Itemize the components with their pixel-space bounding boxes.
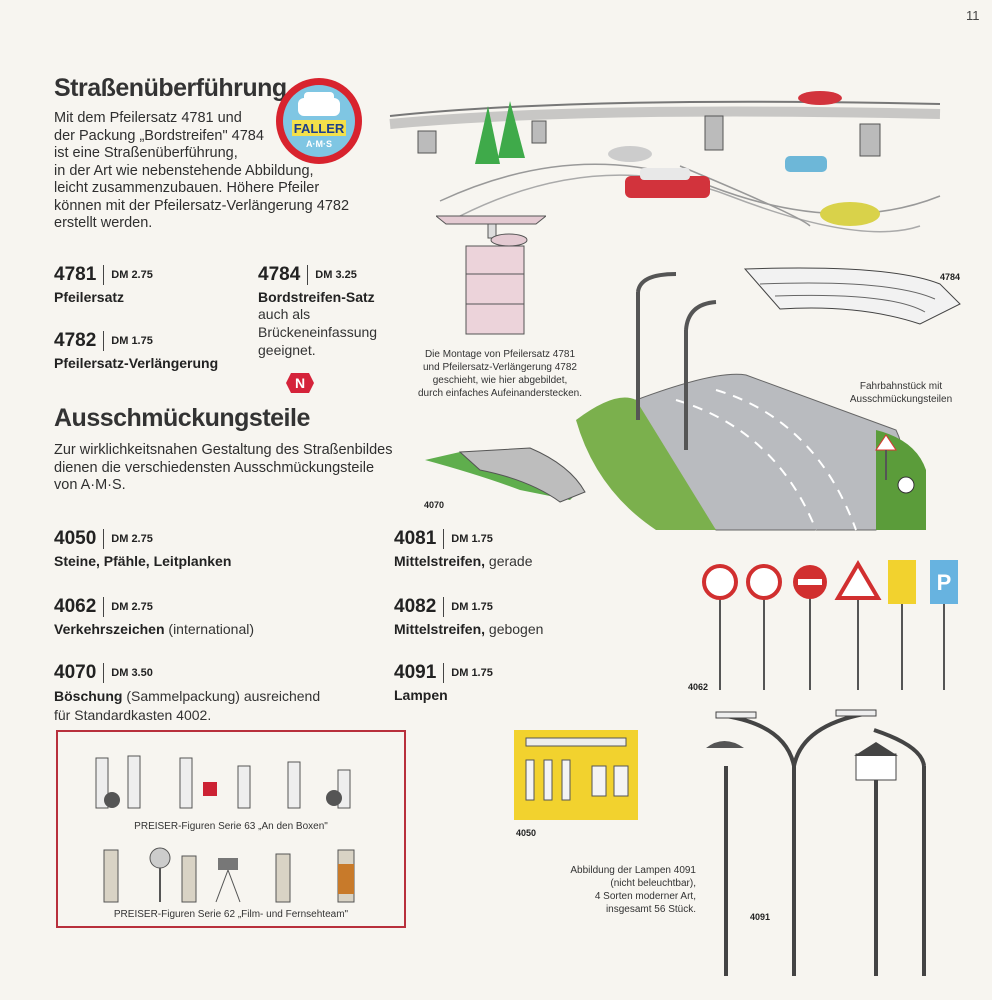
- label-4070: 4070: [424, 500, 445, 510]
- product-price: DM 1.75: [111, 335, 153, 347]
- caption-preiser-62: PREISER-Figuren Serie 62 „Film- und Fern…: [113, 909, 349, 920]
- caption-fahrbahn: Fahrbahnstück mit Ausschmückungsteilen: [849, 381, 953, 405]
- product-4781: 4781 DM 2.75 Pfeilersatz: [54, 264, 153, 305]
- n-gauge-badge: N: [286, 373, 314, 393]
- label-4050: 4050: [516, 828, 537, 838]
- curb-strip-illustration: [740, 264, 970, 344]
- product-number: 4784: [258, 264, 301, 285]
- product-price: DM 3.25: [315, 269, 357, 281]
- road-piece-illustration: [576, 270, 936, 540]
- pillar-montage-illustration: [434, 214, 548, 340]
- product-4784: 4784 DM 3.25 Bordstreifen-Satz auch als B…: [258, 264, 377, 359]
- label-4784: 4784: [940, 272, 961, 282]
- faller-ams-logo: FALLER A·M·S: [274, 76, 364, 166]
- product-name: Pfeilersatz-Verlängerung: [54, 355, 219, 371]
- section-title-decor: Ausschmückungsteile: [54, 404, 310, 432]
- product-number: 4782: [54, 330, 97, 351]
- product-name: Pfeilersatz: [54, 289, 125, 305]
- product-name: Bordstreifen-Satz: [258, 289, 375, 305]
- caption-lamps: Abbildung der Lampen 4091 (nicht beleuch…: [570, 865, 696, 915]
- label-4091: 4091: [750, 912, 771, 922]
- preiser-figures-box: PREISER-Figuren Serie 63 „An den Boxen" …: [56, 730, 406, 928]
- logo-brand: FALLER: [294, 121, 345, 136]
- section-title-overpass: Straßenüberführung: [54, 74, 287, 102]
- caption-montage: Die Montage von Pfeilersatz 4781 und Pfe…: [418, 349, 582, 399]
- logo-sub: A·M·S: [306, 139, 332, 149]
- product-number: 4781: [54, 264, 97, 285]
- product-price: DM 2.75: [111, 269, 153, 281]
- label-4062: 4062: [688, 682, 709, 692]
- lamps-illustration: [696, 706, 936, 982]
- section-paragraph-overpass: Mit dem Pfeilersatz 4781 und der Packung…: [54, 110, 350, 231]
- page-number: 11: [966, 8, 980, 23]
- product-note: auch als Brückeneinfassung geeignet.: [258, 306, 378, 358]
- traffic-signs-illustration: P: [700, 560, 970, 695]
- product-4782: 4782 DM 1.75 Pfeilersatz-Verlängerung: [54, 330, 218, 371]
- decor-parts-card: [514, 730, 638, 820]
- section-paragraph-decor: Zur wirklichkeitsnahen Gestaltung des St…: [54, 442, 393, 493]
- overpass-illustration: [380, 76, 950, 236]
- svg-text:P: P: [937, 570, 952, 595]
- caption-preiser-63: PREISER-Figuren Serie 63 „An den Boxen": [134, 821, 328, 832]
- embankment-illustration: [420, 440, 590, 515]
